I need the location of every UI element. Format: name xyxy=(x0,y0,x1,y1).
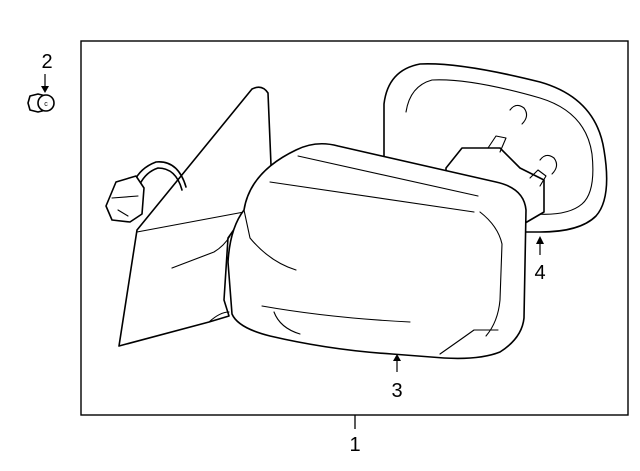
callout-3: 3 xyxy=(391,354,403,402)
wire-harness xyxy=(105,161,187,223)
nut-part: c xyxy=(27,93,55,113)
callout-2: 2 c xyxy=(27,51,55,113)
mirror-housing xyxy=(227,142,527,360)
callout-1: 1 xyxy=(349,415,361,456)
callout-1-label: 1 xyxy=(349,434,360,456)
nut-letter: c xyxy=(44,101,48,108)
callout-3-label: 3 xyxy=(391,380,402,402)
mirror-base-plate xyxy=(118,86,272,347)
callout-4: 4 xyxy=(534,236,546,284)
callout-4-label: 4 xyxy=(534,262,545,284)
callout-2-label: 2 xyxy=(41,51,52,73)
